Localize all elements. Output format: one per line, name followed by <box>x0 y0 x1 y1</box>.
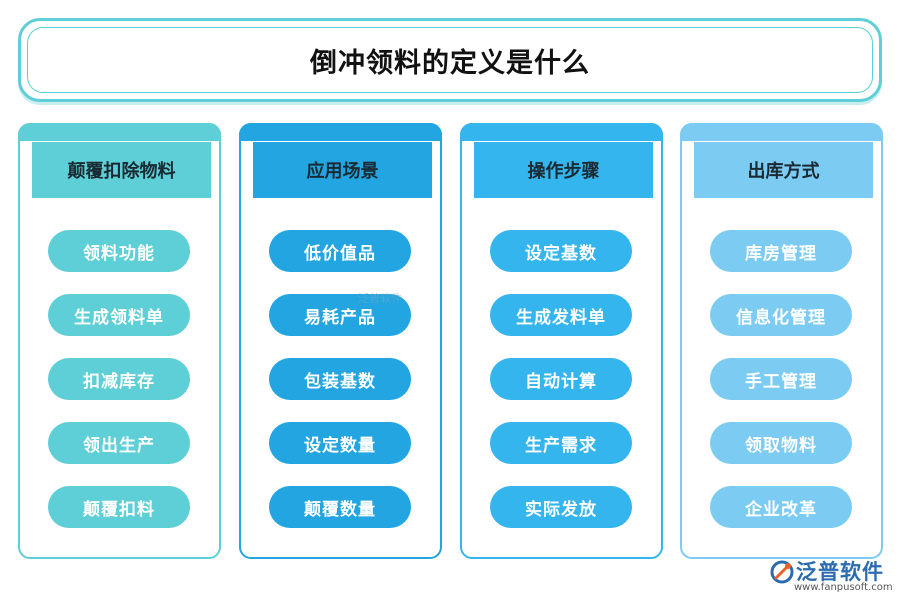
column-3-item-1: 设定基数 <box>490 230 632 272</box>
column-4-item-4: 领取物料 <box>710 422 852 464</box>
title-box: 倒冲领料的定义是什么 <box>18 18 882 102</box>
column-3-item-2: 生成发料单 <box>490 294 632 336</box>
column-2-header: 应用场景 <box>252 141 433 199</box>
title-inner-border <box>27 27 873 93</box>
column-2-item-4: 设定数量 <box>269 422 411 464</box>
logo-url: www.fanpusoft.com <box>794 582 893 593</box>
column-1-item-2: 生成领料单 <box>48 294 190 336</box>
column-4-item-1: 库房管理 <box>710 230 852 272</box>
diagram-title: 倒冲领料的定义是什么 <box>310 47 590 79</box>
column-4-top-band <box>680 123 883 141</box>
column-2-top-band <box>239 123 442 141</box>
column-1-item-3: 扣减库存 <box>48 358 190 400</box>
column-3-item-5: 实际发放 <box>490 486 632 528</box>
column-4-header: 出库方式 <box>693 141 874 199</box>
column-4-item-5: 企业改革 <box>710 486 852 528</box>
column-1: 颠覆扣除物料 领料功能 生成领料单 扣减库存 领出生产 颠覆扣料 <box>18 123 221 559</box>
column-3-top-band <box>460 123 663 141</box>
fanpu-logo-icon <box>770 560 794 584</box>
column-3-item-4: 生产需求 <box>490 422 632 464</box>
column-3-header: 操作步骤 <box>473 141 654 199</box>
watermark: 泛普软件 <box>358 292 402 305</box>
logo-name: 泛普软件 <box>796 560 884 584</box>
column-2: 应用场景 低价值品 易耗产品 包装基数 设定数量 颠覆数量 <box>239 123 442 559</box>
column-4-item-2: 信息化管理 <box>710 294 852 336</box>
column-1-item-1: 领料功能 <box>48 230 190 272</box>
column-2-item-2: 易耗产品 <box>269 294 411 336</box>
column-1-header: 颠覆扣除物料 <box>31 141 212 199</box>
column-4-item-3: 手工管理 <box>710 358 852 400</box>
column-4: 出库方式 库房管理 信息化管理 手工管理 领取物料 企业改革 <box>680 123 883 559</box>
column-2-item-5: 颠覆数量 <box>269 486 411 528</box>
column-1-item-5: 颠覆扣料 <box>48 486 190 528</box>
column-1-top-band <box>18 123 221 141</box>
column-2-item-1: 低价值品 <box>269 230 411 272</box>
column-2-item-3: 包装基数 <box>269 358 411 400</box>
column-1-item-4: 领出生产 <box>48 422 190 464</box>
column-3: 操作步骤 设定基数 生成发料单 自动计算 生产需求 实际发放 <box>460 123 663 559</box>
column-3-item-3: 自动计算 <box>490 358 632 400</box>
fanpu-logo: 泛普软件 www.fanpusoft.com <box>770 556 893 596</box>
